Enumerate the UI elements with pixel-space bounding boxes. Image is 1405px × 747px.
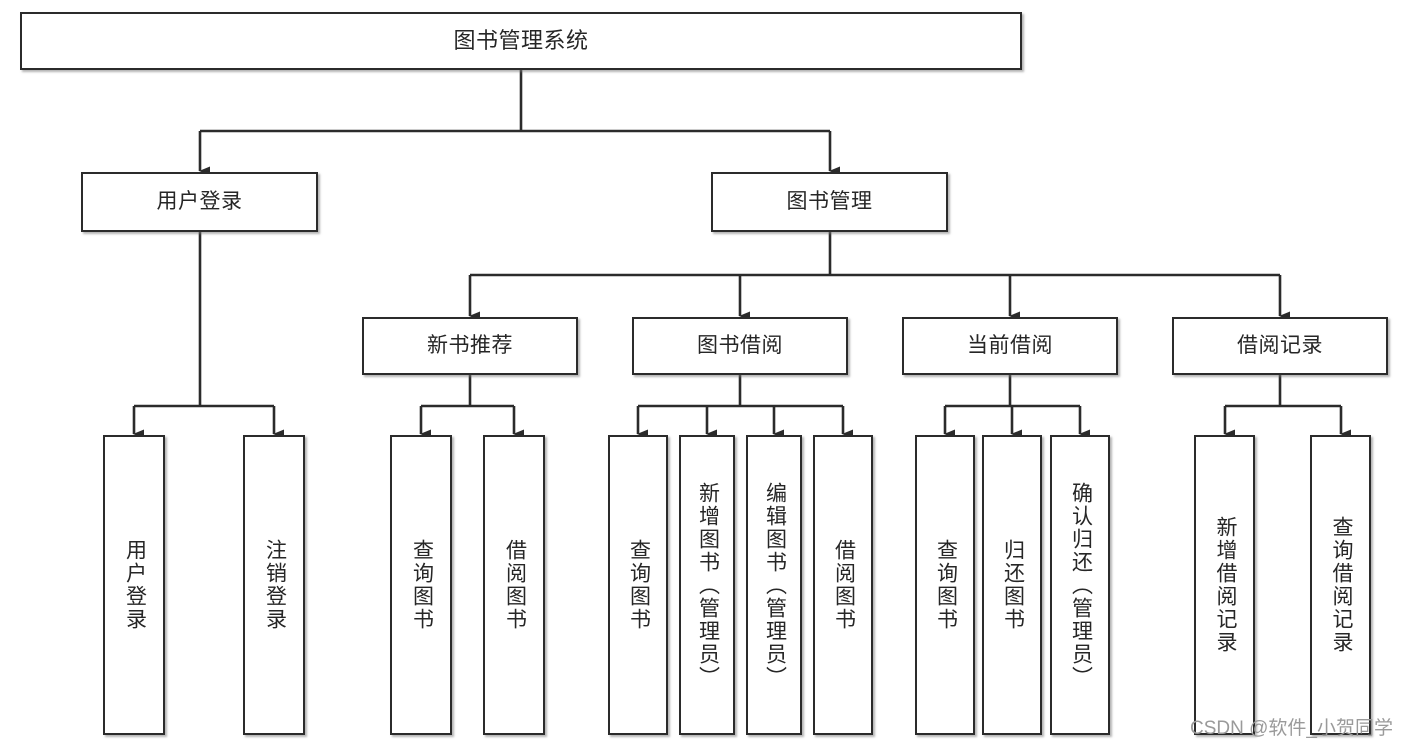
node-leaf-user-login[interactable]: 用户登录 — [103, 435, 165, 735]
node-label: 编辑图书（管理员） — [763, 481, 787, 689]
node-leaf-query-borrow-record[interactable]: 查询借阅记录 — [1310, 435, 1371, 735]
node-leaf-confirm-return[interactable]: 确认归还（管理员） — [1050, 435, 1110, 735]
node-label: 新增图书（管理员） — [696, 481, 720, 689]
node-label: 借阅记录 — [1237, 334, 1323, 358]
node-label: 新书推荐 — [427, 334, 513, 358]
node-new-book-recommend[interactable]: 新书推荐 — [362, 317, 578, 375]
edge-paths — [132, 70, 1351, 439]
node-label: 用户登录 — [123, 539, 147, 631]
node-label: 当前借阅 — [967, 334, 1053, 358]
node-leaf-add-borrow-record[interactable]: 新增借阅记录 — [1194, 435, 1255, 735]
node-leaf-logout[interactable]: 注销登录 — [243, 435, 305, 735]
node-label: 查询图书 — [627, 539, 651, 631]
node-leaf-edit-book[interactable]: 编辑图书（管理员） — [746, 435, 802, 735]
watermark: CSDN @软件_小贺同学 — [1190, 718, 1393, 739]
node-label: 图书管理 — [786, 190, 873, 214]
node-leaf-borrow-book-1[interactable]: 借阅图书 — [483, 435, 545, 735]
node-leaf-query-book-2[interactable]: 查询图书 — [608, 435, 668, 735]
node-leaf-query-book-1[interactable]: 查询图书 — [390, 435, 452, 735]
node-label: 新增借阅记录 — [1213, 516, 1237, 654]
node-label: 注销登录 — [263, 539, 287, 631]
node-label: 用户登录 — [156, 190, 243, 214]
node-label: 查询图书 — [934, 539, 958, 631]
node-current-borrow[interactable]: 当前借阅 — [902, 317, 1118, 375]
node-leaf-query-book-3[interactable]: 查询图书 — [915, 435, 975, 735]
node-label: 确认归还（管理员） — [1069, 481, 1093, 689]
node-label: 查询图书 — [410, 539, 434, 631]
node-leaf-return-book[interactable]: 归还图书 — [982, 435, 1042, 735]
node-book-borrow[interactable]: 图书借阅 — [632, 317, 848, 375]
node-label: 归还图书 — [1001, 539, 1025, 631]
node-label: 图书管理系统 — [453, 27, 589, 53]
node-leaf-borrow-book-2[interactable]: 借阅图书 — [813, 435, 873, 735]
node-leaf-add-book[interactable]: 新增图书（管理员） — [679, 435, 735, 735]
node-root-system[interactable]: 图书管理系统 — [20, 12, 1022, 70]
node-label: 查询借阅记录 — [1329, 516, 1353, 654]
node-label: 图书借阅 — [697, 334, 783, 358]
node-borrow-record[interactable]: 借阅记录 — [1172, 317, 1388, 375]
node-book-management[interactable]: 图书管理 — [711, 172, 948, 232]
node-label: 借阅图书 — [503, 539, 527, 631]
node-label: 借阅图书 — [832, 539, 856, 631]
node-user-login[interactable]: 用户登录 — [81, 172, 318, 232]
